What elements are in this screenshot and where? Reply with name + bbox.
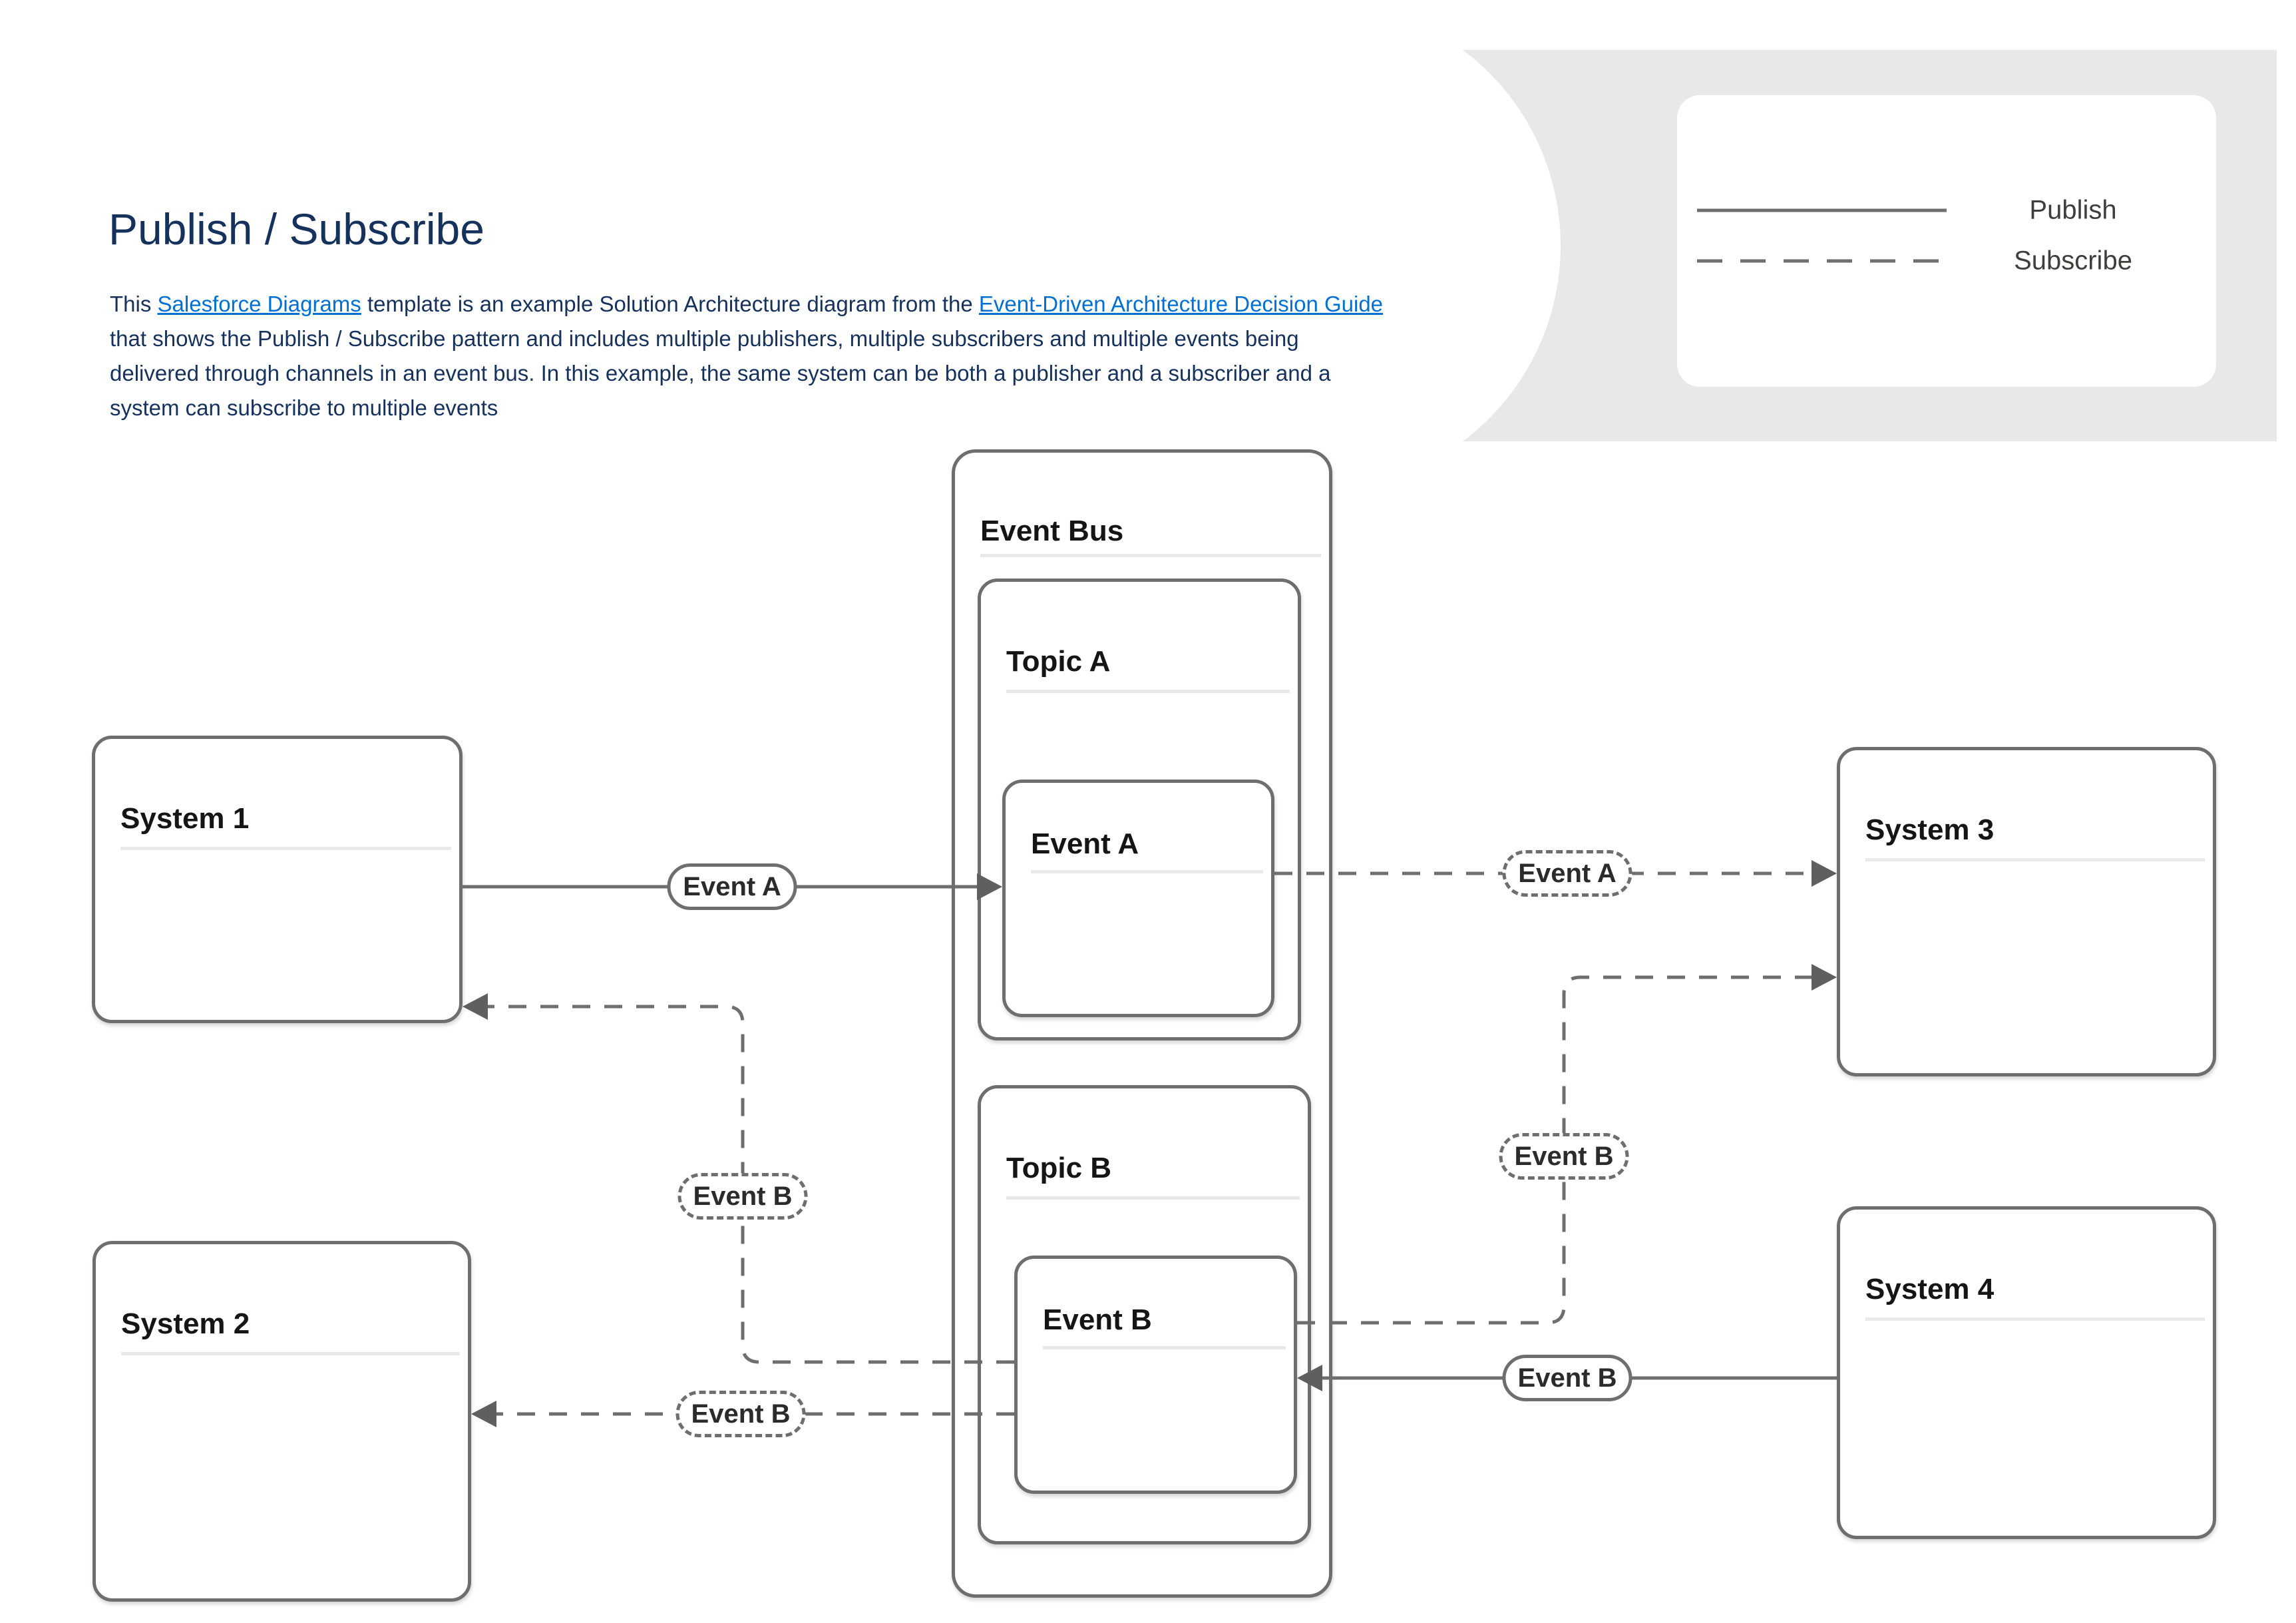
page-title: Publish / Subscribe bbox=[108, 204, 484, 254]
box-title: Event B bbox=[1043, 1303, 1152, 1336]
box-title: Event A bbox=[1031, 827, 1139, 860]
event-pill-publish-event-a: Event A bbox=[667, 863, 797, 910]
event-pill-subscribe-event-a-system3: Event A bbox=[1502, 850, 1632, 897]
intro-paragraph: This Salesforce Diagrams template is an … bbox=[110, 287, 1384, 425]
box-title-rule bbox=[121, 1352, 460, 1355]
legend-publish-label: Publish bbox=[2029, 195, 2117, 225]
box-title: System 3 bbox=[1865, 813, 1995, 846]
intro-text-1: This bbox=[110, 292, 158, 316]
intro-text-2: template is an example Solution Architec… bbox=[361, 292, 979, 316]
box-title: System 4 bbox=[1865, 1273, 1995, 1305]
box-title-rule bbox=[1865, 858, 2205, 861]
box-event-a: Event A bbox=[1002, 780, 1274, 1017]
box-title: Topic B bbox=[1006, 1152, 1112, 1184]
box-title-rule bbox=[120, 847, 451, 850]
box-title: Topic A bbox=[1006, 645, 1111, 678]
legend-card bbox=[1677, 95, 2216, 387]
box-title: System 2 bbox=[121, 1307, 250, 1340]
box-title-rule bbox=[1006, 690, 1290, 693]
event-pill-subscribe-event-b-system2: Event B bbox=[675, 1391, 806, 1437]
legend-subscribe-label: Subscribe bbox=[2014, 246, 2132, 276]
box-system-4: System 4 bbox=[1837, 1206, 2216, 1539]
box-system-2: System 2 bbox=[93, 1241, 471, 1602]
box-title: Event Bus bbox=[980, 515, 1124, 547]
event-pill-subscribe-event-b-system3: Event B bbox=[1499, 1133, 1629, 1180]
box-title: System 1 bbox=[120, 802, 250, 835]
box-title-rule bbox=[1031, 870, 1263, 873]
box-title-rule bbox=[1006, 1196, 1300, 1200]
event-pill-publish-event-b: Event B bbox=[1502, 1355, 1632, 1401]
salesforce-diagrams-link[interactable]: Salesforce Diagrams bbox=[157, 292, 361, 316]
box-system-3: System 3 bbox=[1837, 747, 2216, 1076]
box-title-rule bbox=[1043, 1346, 1286, 1349]
event-pill-subscribe-event-b-system1: Event B bbox=[677, 1173, 808, 1220]
intro-text-3: that shows the Publish / Subscribe patte… bbox=[110, 326, 1331, 420]
box-title-rule bbox=[980, 554, 1321, 557]
event-driven-guide-link[interactable]: Event-Driven Architecture Decision Guide bbox=[978, 292, 1384, 316]
box-event-b: Event B bbox=[1014, 1256, 1297, 1494]
box-system-1: System 1 bbox=[92, 736, 463, 1023]
box-title-rule bbox=[1865, 1317, 2205, 1321]
